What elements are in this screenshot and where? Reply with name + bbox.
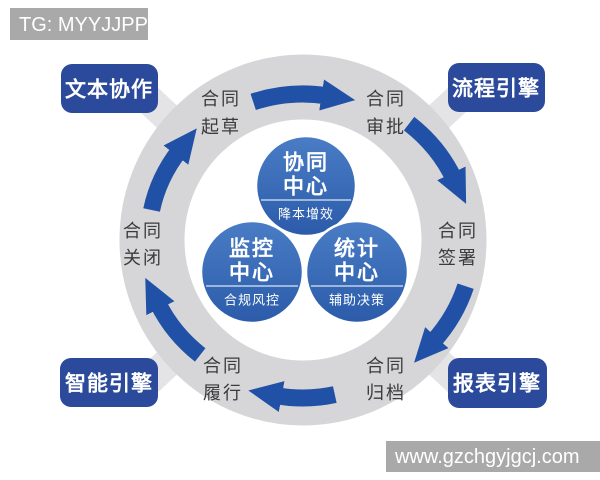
tg-watermark-text: TG: MYYJJPP (19, 14, 148, 36)
stage-label-closing: 合同 关闭 (123, 221, 163, 268)
module-label-top-right: 流程引擎 (452, 77, 540, 101)
arrow-performance-to-closing (145, 277, 206, 362)
module-process-engine: 流程引擎 (448, 63, 545, 112)
stage-label-approval: 合同 审批 (366, 89, 406, 137)
website-watermark-text: www.gzchgyjgcj.com (394, 446, 580, 468)
module-box-bottom-right (448, 358, 547, 408)
stage-closing-line1: 合同 (123, 221, 163, 241)
stage-approval-line2: 审批 (366, 117, 406, 137)
module-box-top-right (448, 63, 545, 112)
stage-archiving-line2: 归档 (366, 383, 406, 403)
stage-label-drafting: 合同 起草 (201, 89, 241, 137)
center-collaboration: 协同 中心 降本增效 (254, 134, 358, 238)
module-intelligence-engine: 智能引擎 (60, 358, 158, 407)
collaboration-title-line2: 中心 (283, 176, 329, 199)
collaboration-title-line1: 协同 (283, 151, 329, 175)
module-label-top-left: 文本协作 (65, 78, 153, 102)
arrow-closing-to-drafting (143, 128, 197, 212)
module-text-collaboration: 文本协作 (61, 64, 158, 113)
statistics-title-line1: 统计 (334, 237, 380, 261)
stage-signing-line2: 签署 (438, 248, 478, 268)
stage-label-archiving: 合同 归档 (366, 356, 406, 403)
arrow-archiving-to-performance (248, 381, 337, 413)
stage-performance-line2: 履行 (203, 383, 243, 403)
center-monitoring: 监控 中心 合规风控 (199, 219, 305, 325)
stage-signing-line1: 合同 (438, 221, 478, 241)
monitoring-title-line2: 中心 (229, 262, 275, 285)
stage-closing-line2: 关闭 (123, 248, 163, 268)
module-label-bottom-right: 报表引擎 (453, 372, 541, 396)
module-box-bottom-left (60, 358, 158, 407)
arrow-approval-to-signing (403, 116, 467, 204)
arrow-signing-to-archiving (414, 283, 474, 363)
website-watermark-box (386, 441, 600, 472)
module-label-bottom-left: 智能引擎 (65, 372, 153, 396)
monitoring-title-line1: 监控 (229, 237, 275, 261)
monitoring-circle (199, 219, 305, 325)
stage-performance-line1: 合同 (203, 356, 243, 376)
center-statistics: 统计 中心 辅助决策 (304, 219, 410, 325)
statistics-title-line2: 中心 (334, 262, 380, 285)
stage-label-signing: 合同 签署 (438, 221, 478, 268)
stage-drafting-line1: 合同 (201, 89, 241, 109)
stage-approval-line1: 合同 (366, 89, 406, 109)
stage-label-performance: 合同 履行 (203, 356, 243, 403)
website-watermark: www.gzchgyjgcj.com (386, 441, 600, 472)
module-report-engine: 报表引擎 (448, 358, 547, 408)
stage-drafting-line2: 起草 (201, 117, 241, 137)
tg-watermark-box (10, 8, 148, 40)
monitoring-subtitle: 合规风控 (224, 293, 280, 308)
collaboration-subtitle: 降本增效 (278, 207, 334, 222)
tg-watermark: TG: MYYJJPP (10, 8, 148, 40)
arrow-drafting-to-approval (250, 79, 356, 111)
statistics-subtitle: 辅助决策 (329, 293, 385, 308)
module-box-top-left (61, 64, 158, 113)
statistics-circle (304, 219, 410, 325)
collaboration-circle (254, 134, 358, 238)
stage-archiving-line1: 合同 (366, 356, 406, 376)
